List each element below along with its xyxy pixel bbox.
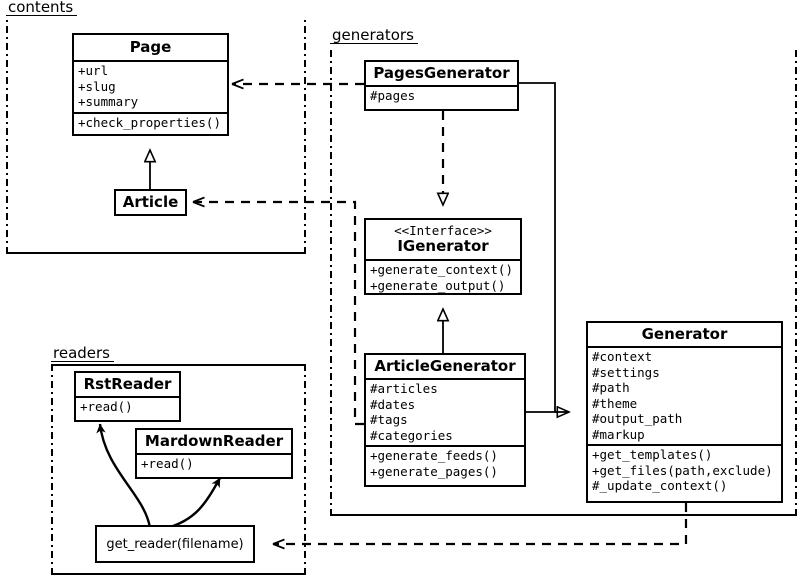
class-generator[interactable]: Generator #context #settings #path #them… <box>586 321 783 503</box>
method: +generate_feeds() <box>370 448 498 463</box>
attribute: #articles <box>370 381 438 396</box>
class-article[interactable]: Article <box>114 189 187 216</box>
attribute: #output_path <box>592 411 683 426</box>
method: +read() <box>141 456 194 471</box>
package-contents-label: contents <box>6 0 78 16</box>
class-article-name: Article <box>122 193 179 211</box>
class-page-methods: +check_properties() <box>74 111 227 133</box>
class-rst-reader-name: RstReader <box>83 375 172 393</box>
attribute: #tags <box>370 412 408 427</box>
attribute: #pages <box>370 88 416 103</box>
class-pages-generator[interactable]: PagesGenerator #pages <box>364 60 519 111</box>
method: +read() <box>80 399 133 414</box>
class-generator-attributes: #context #settings #path #theme #output_… <box>588 346 781 444</box>
class-article-generator-attributes: #articles #dates #tags #categories <box>366 378 524 445</box>
attribute: +summary <box>78 94 139 109</box>
package-readers-label: readers <box>51 346 114 362</box>
class-article-generator-name: ArticleGenerator <box>374 357 516 375</box>
method: +generate_output() <box>370 277 506 293</box>
attribute: #markup <box>592 426 645 442</box>
package-generators-label: generators <box>330 28 418 44</box>
class-mardown-reader[interactable]: MardownReader +read() <box>135 428 293 479</box>
method: #_update_context() <box>592 478 728 493</box>
class-generator-name: Generator <box>641 325 728 343</box>
class-rst-reader-methods: +read() <box>76 396 179 417</box>
function-get-reader[interactable]: get_reader(filename) <box>95 525 255 563</box>
class-pages-generator-attributes: #pages <box>366 85 517 106</box>
method: +generate_pages() <box>370 463 498 479</box>
attribute: #dates <box>370 396 416 412</box>
method: +get_templates() <box>592 447 713 462</box>
class-rst-reader[interactable]: RstReader +read() <box>74 371 181 422</box>
class-mardown-reader-methods: +read() <box>137 453 291 474</box>
class-igenerator-stereotype: <<Interface>> <box>394 223 492 238</box>
class-igenerator[interactable]: <<Interface>> IGenerator +generate_conte… <box>364 218 522 295</box>
class-page-attributes: +url +slug +summary <box>74 60 227 112</box>
attribute: #context <box>592 349 653 364</box>
method: +generate_context() <box>370 262 513 277</box>
class-article-generator-methods: +generate_feeds() +generate_pages() <box>366 445 524 481</box>
method: +get_files(path,exclude) <box>592 462 773 478</box>
class-mardown-reader-name: MardownReader <box>144 432 284 450</box>
attribute: #settings <box>592 364 660 380</box>
attribute: +url <box>78 63 109 78</box>
class-article-generator[interactable]: ArticleGenerator #articles #dates #tags … <box>364 353 526 487</box>
class-igenerator-name: IGenerator <box>397 237 489 255</box>
attribute: #categories <box>370 427 453 443</box>
class-page-name: Page <box>129 38 172 56</box>
method: +check_properties() <box>78 114 221 130</box>
class-pages-generator-name: PagesGenerator <box>373 64 510 82</box>
function-get-reader-label: get_reader(filename) <box>106 536 244 552</box>
class-generator-methods: +get_templates() +get_files(path,exclude… <box>588 444 781 496</box>
class-page[interactable]: Page +url +slug +summary +check_properti… <box>72 33 229 136</box>
class-igenerator-methods: +generate_context() +generate_output() <box>366 259 520 295</box>
attribute: #theme <box>592 395 638 411</box>
attribute: #path <box>592 380 630 395</box>
attribute: +slug <box>78 78 116 94</box>
